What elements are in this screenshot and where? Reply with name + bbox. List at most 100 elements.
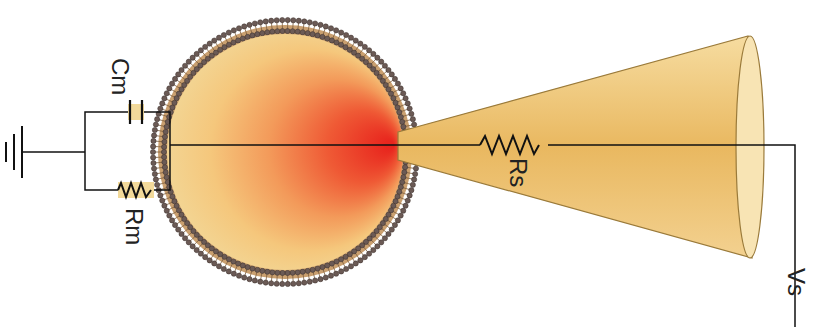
lipid-head xyxy=(252,21,257,26)
lipid-head xyxy=(353,261,358,266)
lipid-head xyxy=(163,129,168,134)
lipid-head xyxy=(247,22,252,27)
lipid-head xyxy=(263,280,268,285)
lipid-head xyxy=(162,134,167,139)
lipid-head xyxy=(164,91,169,96)
lipid-head xyxy=(323,24,328,29)
lipid-head xyxy=(403,203,408,208)
lipid-head xyxy=(334,28,339,33)
lipid-head xyxy=(150,149,155,154)
lipid-head xyxy=(382,63,387,68)
wire xyxy=(85,112,170,190)
lipid-head xyxy=(182,236,187,241)
lipid-head xyxy=(386,231,391,236)
lipid-head xyxy=(296,18,301,23)
lipid-head xyxy=(318,22,323,27)
lipid-head xyxy=(236,26,241,31)
lipid-head xyxy=(412,177,417,182)
lipid-head xyxy=(386,67,391,72)
lipid-bilayer xyxy=(150,17,419,286)
lipid-head xyxy=(318,277,323,282)
lipid-head xyxy=(290,270,295,275)
lipid-head xyxy=(212,38,217,43)
lipid-head xyxy=(162,203,167,208)
lipid-head xyxy=(265,269,270,274)
lipid-head xyxy=(398,114,403,119)
lipid-head xyxy=(226,30,231,35)
lipid-head xyxy=(371,247,376,252)
lipid-head xyxy=(161,149,166,154)
lipid-head xyxy=(285,28,290,33)
lipid-head xyxy=(162,139,167,144)
lipid-head xyxy=(403,96,408,101)
ground-symbol xyxy=(6,126,22,178)
lipid-head xyxy=(151,138,156,143)
lipid-head xyxy=(295,270,300,275)
lipid-head xyxy=(265,30,270,35)
lipid-head xyxy=(413,171,418,176)
lipid-head xyxy=(203,255,208,260)
lipid-head xyxy=(371,51,376,56)
lipid-head xyxy=(328,26,333,31)
lipid-head xyxy=(216,264,221,269)
lipid-head xyxy=(395,218,400,223)
lipid-head xyxy=(269,281,274,286)
lipid-head xyxy=(169,81,174,86)
lipid-head xyxy=(280,270,285,275)
lipid-head xyxy=(407,106,412,111)
lipid-head xyxy=(167,114,172,119)
lipid-head xyxy=(207,258,212,263)
component-label: Cm xyxy=(108,58,132,95)
lipid-head xyxy=(270,29,275,34)
lipid-head xyxy=(280,17,285,22)
lipid-head xyxy=(389,72,394,77)
pipette-opening xyxy=(736,36,764,258)
lipid-head xyxy=(231,28,236,33)
lipid-head xyxy=(379,59,384,64)
lipid-head xyxy=(285,17,290,22)
lipid-head xyxy=(198,251,203,256)
lipid-head xyxy=(216,35,221,40)
lipid-head xyxy=(162,144,167,149)
lipid-head xyxy=(389,227,394,232)
lipid-head xyxy=(300,30,305,35)
lipid-head xyxy=(274,281,279,286)
lipid-head xyxy=(176,72,181,77)
lipid-head xyxy=(170,105,175,110)
lipid-head xyxy=(367,48,372,53)
lipid-head xyxy=(226,269,231,274)
lipid-head xyxy=(362,44,367,49)
capacitor-symbol xyxy=(130,100,142,124)
lipid-head xyxy=(400,119,405,124)
wire xyxy=(170,145,795,327)
lipid-head xyxy=(182,63,187,68)
lipid-head xyxy=(153,177,158,182)
lipid-head xyxy=(409,111,414,116)
lipid-head xyxy=(160,198,165,203)
lipid-head xyxy=(190,244,195,249)
lipid-head xyxy=(285,270,290,275)
lipid-head xyxy=(151,160,156,165)
lipid-head xyxy=(328,273,333,278)
lipid-head xyxy=(179,67,184,72)
lipid-head xyxy=(410,182,415,187)
lipid-head xyxy=(155,117,160,122)
resistor-gap xyxy=(118,182,154,198)
lipid-head xyxy=(329,261,334,266)
lipid-head xyxy=(413,166,418,171)
lipid-head xyxy=(323,275,328,280)
lipid-head xyxy=(405,198,410,203)
lipid-head xyxy=(275,270,280,275)
lipid-head xyxy=(212,261,217,266)
lipid-head xyxy=(260,31,265,36)
lipid-head xyxy=(353,38,358,43)
lipid-head xyxy=(231,271,236,276)
lipid-head xyxy=(412,122,417,127)
lipid-head xyxy=(167,184,172,189)
lipid-head xyxy=(375,55,380,60)
lipid-head xyxy=(240,36,245,41)
lipid-head xyxy=(167,213,172,218)
lipid-head xyxy=(245,34,250,39)
component-label: Rm xyxy=(122,208,146,245)
lipid-head xyxy=(255,267,260,272)
